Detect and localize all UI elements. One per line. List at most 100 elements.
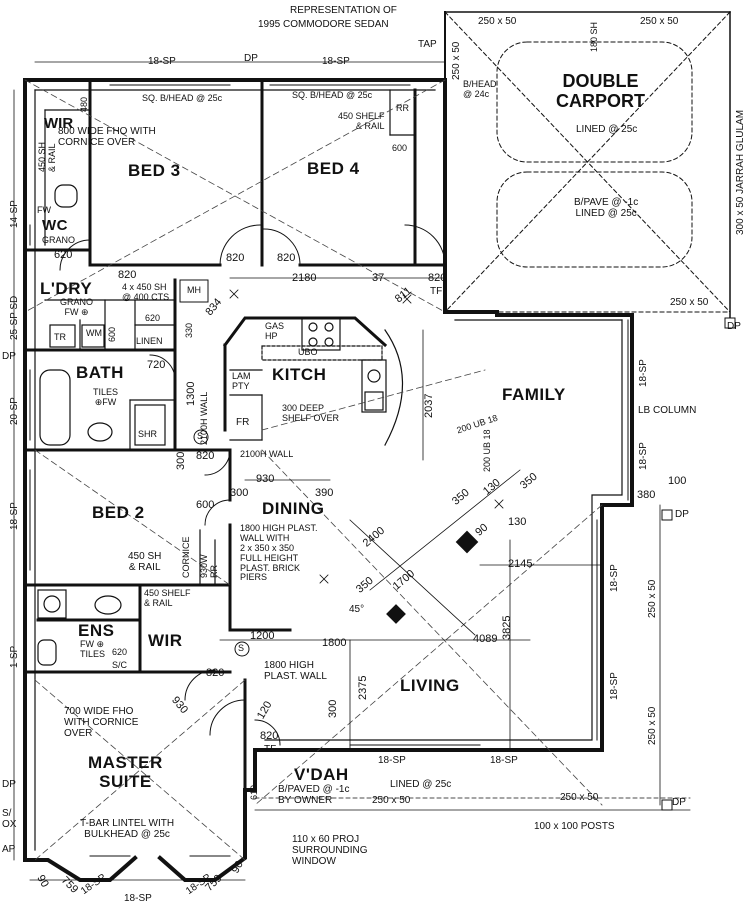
plaster-wall-1800-note: 1800 HIGH PLAST. WALL [264,660,327,682]
downpipe-label-west: DP [2,351,16,362]
room-wir-1: WIR [44,115,74,132]
lb-column-note: LB COLUMN [638,405,697,416]
verandah-paving-note: B/PAVED @ -1c BY OWNER [278,784,350,806]
beam-250x50-south-b: 250 x 50 [560,792,599,803]
door-swings [59,224,446,746]
room-double-carport: DOUBLE CARPORT [556,71,645,111]
universal-beam-note-vert: 200 UB 18 [482,429,492,472]
dim-4089: 4089 [473,633,498,645]
dim-820-hall: 820 [196,450,215,462]
dim-600-laundry: 600 [107,326,117,342]
dim-1300: 1300 [185,381,197,406]
bed3-robe-note: 800 WIDE FHO WITH CORNICE OVER [58,126,156,148]
downpipe-label-east: DP [675,509,689,520]
beam-250x50-top-left: 250 x 50 [478,16,517,27]
lintel-note: T-BAR LINTEL WITH BULKHEAD @ 25c [80,818,175,840]
shower-label: SHR [138,429,158,439]
room-family: FAMILY [502,385,566,404]
cornice-label: CORNICE [181,536,191,578]
dim-2145: 2145 [508,558,533,570]
spot-18sp-family-a: 18-SP [638,359,649,387]
dim-3825: 3825 [501,615,513,640]
smoke-detector-kitchen: S [197,431,204,441]
dim-930-dining: 930 [256,473,275,485]
wc-grano-label: GRANO [42,235,76,245]
dim-620-laundry: 620 [145,313,161,323]
master-robe-note: 700 WIDE FHO WITH CORNICE OVER [64,706,139,739]
gas-hotplate-label: GAS HP [265,321,285,341]
spot-14sp: 14-SP [9,200,20,228]
plaster-wall-note: 1800 HIGH PLAST. WALL WITH 2 x 350 x 350… [240,523,318,583]
dim-390: 390 [315,487,334,499]
spot-18sp-living-a: 18-SP [609,564,620,592]
dim-820-verandah: 820 [260,730,279,742]
spot-18sp-bed2: 18-SP [9,502,20,530]
manhole-label: MH [187,285,201,295]
dim-37: 37 [372,272,385,284]
verandah-lined-note: LINED @ 25c [390,779,452,790]
dim-300-living: 300 [327,699,339,718]
downpipe-label-carport: DP [727,321,741,332]
pantry-label: LAM PTY [232,371,251,391]
dim-100: 100 [668,475,687,487]
dim-820-bed3-door: 820 [226,252,245,264]
dim-610: 610 [249,784,259,800]
dim-820-laundry: 820 [118,269,137,281]
internal-walls [23,78,447,792]
beam-250x50-bottom: 250 x 50 [670,297,709,308]
spot-18sp-family-b: 18-SP [638,442,649,470]
dim-380: 380 [637,489,656,501]
beam-250x50-east-a: 250 x 50 [647,579,658,618]
robe-930w-label: 930W RR [199,554,219,578]
dim-300-hall: 300 [175,451,187,470]
spot-18sp-bay-b: 18-SP [124,893,152,904]
beam-250x50-east-b: 250 x 50 [647,706,658,745]
room-ensuite: ENS [78,621,115,640]
spot-18sp-verandah-a: 18-SP [378,755,406,766]
fridge-label: FR [236,417,250,428]
dim-2037: 2037 [423,393,435,418]
room-bed-3: BED 3 [128,161,181,180]
verandah-tf-label: TF [264,744,277,755]
linen-label: LINEN [136,336,163,346]
carport-paving-note: B/PAVE @ -1c LINED @ 25c [574,197,639,219]
bulkhead-24c-note: B/HEAD @ 24c [463,79,497,99]
dim-620-ensuite: 620 [112,647,128,657]
spot-1sp: 1-SP [9,645,20,668]
dim-820-bed4-door: 820 [277,252,296,264]
laundry-shelf-note: 4 x 450 SH @ 400 CTS [122,282,170,302]
beam-250x50-top-right: 250 x 50 [640,16,679,27]
downpipe-label-southeast: DP [672,797,686,808]
carport-lined-note: LINED @ 25c [576,124,638,135]
room-kitchen: KITCH [272,365,327,384]
downpipe-label-southwest: DP [2,779,16,790]
representation-note: REPRESENTATION OF [290,5,397,16]
downpipe-label-top: DP [244,53,258,64]
dim-620-wc: 620 [54,249,73,261]
dim-2375: 2375 [357,675,369,700]
ensuite-floor-note: FW ⊕ TILES [80,639,106,659]
spot-18sp-verandah-b: 18-SP [490,755,518,766]
posts-note: 100 x 100 POSTS [534,821,615,832]
dim-130-b: 130 [508,516,527,528]
dim-300-dining: 300 [230,487,249,499]
room-bath: BATH [76,363,124,382]
shower-curtain-label: S/C [112,660,128,670]
spot-18sp-top-right: 18-SP [322,56,350,67]
room-bed-2: BED 2 [92,503,145,522]
room-dining: DINING [262,499,325,518]
shelf-180-label: 180 SH [589,21,599,52]
tap-label: TAP [418,39,437,50]
room-bed-4: BED 4 [307,159,360,178]
jarrah-glulam-note: 300 x 50 JARRAH GLULAM [735,109,746,235]
angle-45-label: 45° [349,604,365,615]
dim-1800: 1800 [322,637,347,649]
room-verandah: V'DAH [294,765,349,784]
wc-fw-label: FW [37,205,51,215]
dim-480: 480 [79,96,89,112]
windows [29,84,629,857]
bed2-shelf-note: 450 SH & RAIL [128,551,162,573]
laundry-floor-note: GRANO FW ⊕ [60,297,94,317]
smoke-detector-hall: S [238,643,245,653]
